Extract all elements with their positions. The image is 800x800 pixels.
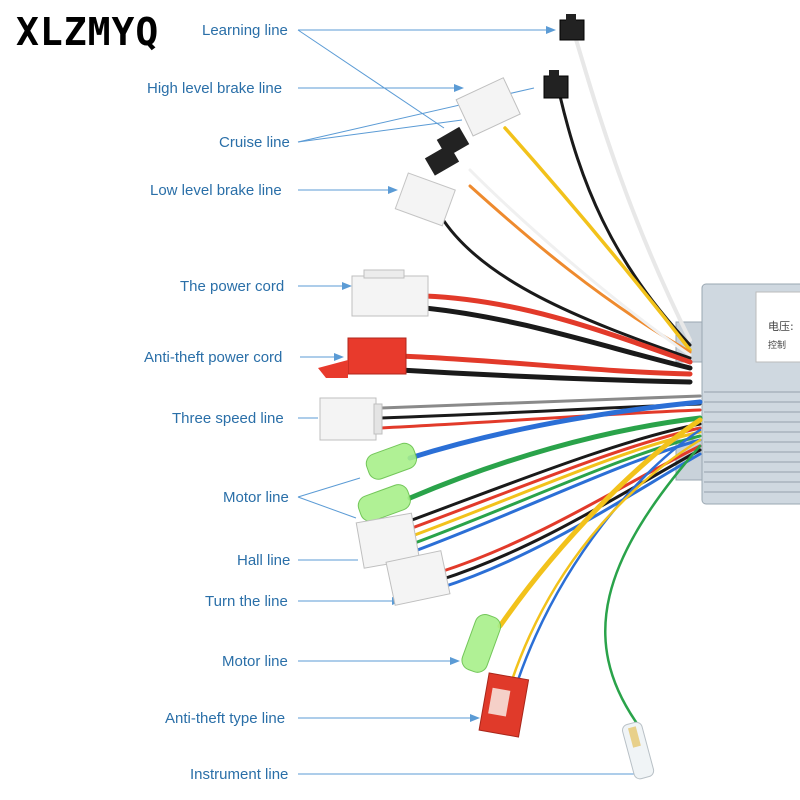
leader-learning-branch (297, 29, 445, 129)
connectors (318, 14, 655, 780)
leader-cruise-1 (297, 119, 463, 143)
connector-three-speed (319, 397, 383, 441)
label-motor-line-top: Motor line (223, 489, 289, 506)
arrow-antitheft-type (470, 714, 480, 722)
wire-speed-grey (378, 394, 702, 410)
wire-power-red (422, 293, 693, 365)
controller-fins (704, 391, 800, 493)
connector-motor-top-2 (357, 484, 411, 522)
connector-cruise (543, 70, 569, 99)
connector-low-brake (394, 172, 456, 227)
connector-instrument (622, 721, 655, 780)
wire-cruise-white (468, 168, 692, 357)
brand-logo: XLZMYQ (16, 10, 160, 54)
label-antitheft-type-line: Anti-theft type line (165, 710, 286, 727)
connector-cruise-black (424, 126, 470, 176)
leader-motor-top-2 (297, 496, 357, 519)
label-three-speed-line: Three speed line (172, 410, 284, 427)
wire-antitheft-red (397, 353, 693, 377)
wire-learning-white (573, 34, 692, 342)
label-low-level-brake-line: Low level brake line (150, 182, 282, 199)
arrow-motor-bottom (450, 657, 460, 665)
connector-antitheft-type (478, 672, 530, 738)
wire-hall-yellow (410, 430, 702, 538)
connector-turn (385, 550, 451, 606)
wire-high-brake-yellow (503, 126, 692, 352)
leader-motor-top-1 (297, 477, 361, 498)
wire-instrument-green (604, 444, 702, 724)
wire-turn-black (438, 448, 702, 582)
controller-sticker-line-2: 控制 (768, 339, 786, 351)
label-cruise-line: Cruise line (219, 134, 290, 151)
controller-box: 电压: 控制 (675, 283, 800, 505)
label-instrument-line: Instrument line (190, 766, 289, 783)
label-turn-the-line: Turn the line (205, 593, 288, 610)
arrow-power (342, 282, 352, 290)
controller-sticker-line-1: 电压: (768, 320, 794, 333)
wire-motor-green (407, 415, 703, 501)
connector-high-brake (455, 77, 521, 137)
wire-motor-blue (407, 399, 703, 461)
label-antitheft-power-cord: Anti-theft power cord (144, 349, 283, 366)
connector-power (351, 269, 429, 317)
connector-motor-top-1 (365, 442, 418, 480)
wire-antitheft-black (397, 367, 693, 385)
wires (378, 34, 703, 724)
connector-antitheft-power (318, 337, 407, 378)
label-hall-line: Hall line (237, 552, 291, 569)
arrow-learning (546, 26, 556, 34)
wire-hall-blue (410, 438, 702, 554)
leader-lines (297, 29, 640, 775)
wire-antitheft-blue (516, 428, 702, 682)
arrow-high-brake (454, 84, 464, 92)
wire-low-brake-black (438, 213, 692, 360)
label-power-cord: The power cord (180, 278, 285, 295)
leader-arrows (334, 26, 646, 778)
connector-learning (559, 14, 585, 41)
wire-power-black (422, 305, 693, 371)
wire-speed-red (378, 408, 702, 430)
wire-motor-yellow (497, 417, 703, 629)
controller-sticker (755, 291, 800, 363)
connector-motor-bottom (461, 614, 502, 673)
wire-hall-black (410, 422, 702, 522)
label-high-level-brake-line: High level brake line (147, 80, 283, 97)
label-motor-line-bottom: Motor line (222, 653, 288, 670)
arrow-low-brake (388, 186, 398, 194)
label-learning-line: Learning line (202, 22, 288, 39)
arrow-antitheft-power (334, 353, 344, 361)
wire-hall-red (410, 426, 702, 530)
wire-antitheft-yellow (510, 438, 702, 682)
